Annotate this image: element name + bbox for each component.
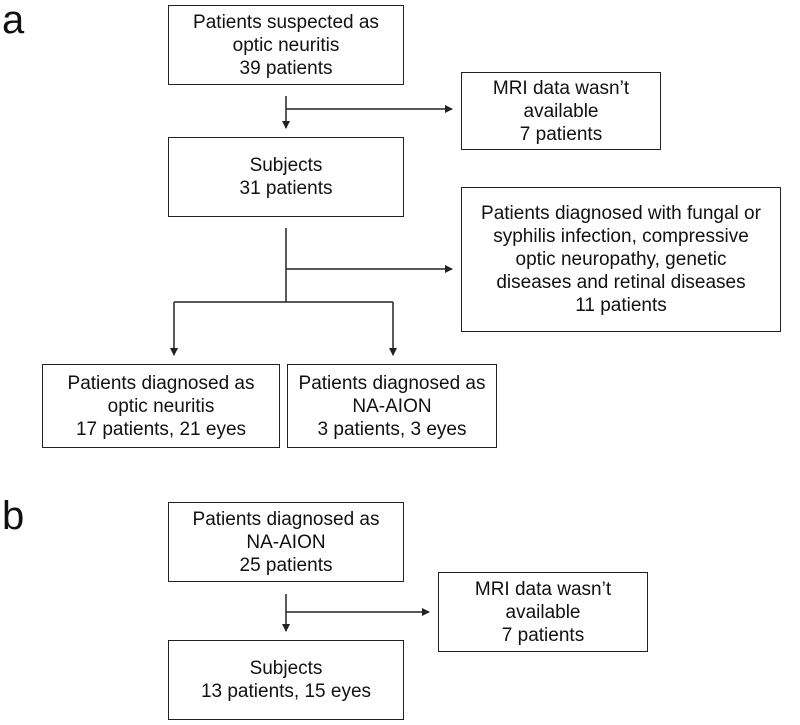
box-suspected: Patients suspected as optic neuritis 39 … [168,5,404,85]
box-na-aion-a-line-3: 3 patients, 3 eyes [317,418,467,440]
box-na-aion-a-line-1: Patients diagnosed as [298,372,486,394]
box-subjects-b: Subjects 13 patients, 15 eyes [168,640,404,720]
box-subjects-a-line-2: 31 patients [239,178,333,199]
box-mri-excluded-b: MRI data wasn’t available 7 patients [438,572,648,652]
box-suspected-line-2: optic neuritis [232,34,340,56]
box-excluded-other-line-4: diseases and retinal diseases [496,272,746,293]
box-mri-excluded-b-line-2: available [505,601,581,623]
box-suspected-line-1: Patients suspected as [193,11,379,33]
box-na-aion-a-line-2: NA-AION [352,395,432,417]
box-na-aion-a: Patients diagnosed as NA-AION 3 patients… [287,364,497,448]
box-excluded-other-line-5: 11 patients [575,295,667,316]
box-mri-excluded-a-line-3: 7 patients [519,123,603,145]
box-optic-neuritis: Patients diagnosed as optic neuritis 17 … [42,364,280,448]
panel-a-label: a [2,0,25,42]
box-optic-neuritis-line-2: optic neuritis [107,395,215,417]
box-optic-neuritis-line-3: 17 patients, 21 eyes [75,418,247,440]
box-suspected-line-3: 39 patients [239,57,333,79]
box-na-aion-b-line-3: 25 patients [239,554,333,576]
box-subjects-a-line-1: Subjects [249,155,323,176]
panel-b-label: b [2,494,25,538]
box-mri-excluded-a-line-2: available [523,100,599,122]
box-subjects-a: Subjects 31 patients [168,137,404,217]
box-na-aion-b-line-1: Patients diagnosed as [192,508,380,530]
box-excluded-other-line-2: syphilis infection, compressive [493,226,749,247]
box-mri-excluded-a-line-1: MRI data wasn’t [492,77,630,99]
box-subjects-b-line-1: Subjects [249,658,323,679]
box-optic-neuritis-line-1: Patients diagnosed as [67,372,255,394]
box-mri-excluded-b-line-1: MRI data wasn’t [474,578,612,600]
box-na-aion-b-line-2: NA-AION [246,531,326,553]
box-na-aion-b: Patients diagnosed as NA-AION 25 patient… [168,502,404,582]
box-excluded-other-line-1: Patients diagnosed with fungal or [481,203,761,224]
box-excluded-other-line-3: optic neuropathy, genetic [515,249,727,270]
box-mri-excluded-a: MRI data wasn’t available 7 patients [461,72,661,150]
box-subjects-b-line-2: 13 patients, 15 eyes [200,681,372,702]
box-excluded-other: Patients diagnosed with fungal or syphil… [461,187,781,332]
box-mri-excluded-b-line-3: 7 patients [501,624,585,646]
